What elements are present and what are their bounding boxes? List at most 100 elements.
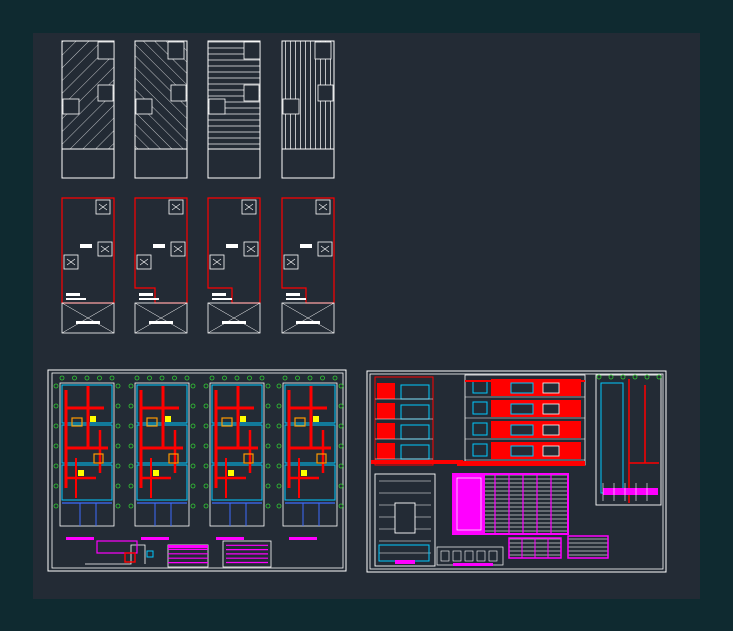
grid-bubble bbox=[53, 483, 59, 489]
grid-bubble bbox=[172, 375, 177, 381]
grid-bubble bbox=[338, 463, 344, 469]
grid-bubble bbox=[128, 403, 134, 409]
grid-bubble bbox=[265, 383, 271, 389]
room-tag bbox=[300, 244, 312, 248]
grid-bubble bbox=[190, 403, 196, 409]
elevation-frame bbox=[374, 376, 434, 466]
grid-bubble bbox=[276, 423, 282, 429]
fixture bbox=[221, 417, 233, 427]
window bbox=[510, 424, 534, 436]
grid-bubble bbox=[128, 443, 134, 449]
cad-model-space[interactable] bbox=[33, 33, 700, 599]
red-band bbox=[491, 400, 581, 417]
section-plan bbox=[595, 374, 662, 506]
ground-slab bbox=[457, 461, 585, 466]
fixture-mark bbox=[320, 245, 330, 253]
roof-outline bbox=[281, 40, 335, 179]
roof-opening bbox=[135, 98, 153, 115]
floor-lower-zone bbox=[281, 302, 335, 334]
grid-bubble bbox=[203, 403, 209, 409]
grid-bubble bbox=[265, 403, 271, 409]
detail-cyan bbox=[146, 550, 154, 558]
schedule-table bbox=[452, 473, 569, 535]
floor-plan-2 bbox=[134, 197, 188, 334]
lower-rooms bbox=[61, 464, 113, 501]
roof-plan-2 bbox=[134, 40, 188, 179]
grid-bubble bbox=[190, 463, 196, 469]
window bbox=[472, 443, 488, 457]
window bbox=[510, 382, 534, 394]
install-plan-2 bbox=[128, 375, 196, 540]
red-band bbox=[491, 421, 581, 438]
fixture bbox=[294, 417, 306, 427]
sheet-right bbox=[366, 370, 667, 573]
fixture bbox=[93, 453, 104, 464]
grid-bubble bbox=[190, 443, 196, 449]
window bbox=[472, 401, 488, 415]
floor-lower-zone bbox=[61, 302, 115, 334]
facade-window bbox=[452, 550, 462, 562]
roof-opening bbox=[167, 41, 185, 60]
grid-bubble bbox=[276, 443, 282, 449]
fixture bbox=[71, 417, 83, 427]
room-tag bbox=[212, 293, 226, 296]
room-tag bbox=[153, 244, 165, 248]
fixture-mark bbox=[318, 203, 328, 211]
facade-label bbox=[453, 563, 493, 566]
grid-bubble bbox=[338, 483, 344, 489]
grid-bubble bbox=[656, 374, 662, 380]
floor-plan-4 bbox=[281, 197, 335, 334]
roof-opening bbox=[97, 84, 114, 102]
fixture-mark bbox=[212, 258, 222, 266]
grid-bubble bbox=[134, 375, 140, 381]
grid-bubble bbox=[109, 375, 115, 381]
floor-plan-1 bbox=[61, 197, 115, 334]
grid-bubble bbox=[265, 483, 271, 489]
grid-bubble bbox=[53, 423, 59, 429]
grid-bubble bbox=[265, 443, 271, 449]
grid-bubble bbox=[115, 463, 121, 469]
window bbox=[400, 404, 430, 420]
elevation-1 bbox=[371, 376, 463, 466]
grid-bubble bbox=[128, 423, 134, 429]
grid-bubble bbox=[276, 483, 282, 489]
grid-bubble bbox=[128, 503, 134, 509]
fixture-mark bbox=[173, 245, 183, 253]
red-band bbox=[377, 423, 395, 439]
window bbox=[542, 382, 560, 394]
facade-window bbox=[488, 550, 498, 562]
facade-window bbox=[476, 550, 486, 562]
grid-bubble bbox=[53, 403, 59, 409]
lower-rooms bbox=[284, 464, 336, 501]
floor-lower-zone bbox=[134, 302, 188, 334]
room-tag bbox=[66, 293, 80, 296]
detail-label bbox=[395, 560, 415, 564]
facade-window bbox=[464, 550, 474, 562]
roof-plan-1 bbox=[61, 40, 115, 179]
roof-plan-4 bbox=[281, 40, 335, 179]
grid-bubble bbox=[190, 503, 196, 509]
detail-line bbox=[85, 544, 146, 565]
grid-bubble bbox=[332, 375, 338, 381]
red-band bbox=[377, 443, 395, 459]
grid-bubble bbox=[115, 443, 121, 449]
window bbox=[510, 445, 534, 457]
roof-opening bbox=[243, 41, 261, 60]
grid-bubble bbox=[259, 375, 265, 381]
install-plan-1 bbox=[53, 375, 121, 540]
install-plan-4 bbox=[276, 375, 344, 540]
grid-bubble bbox=[247, 375, 252, 381]
detail-block bbox=[85, 540, 272, 568]
fixture-mark bbox=[66, 258, 76, 266]
grid-bubble bbox=[222, 375, 227, 381]
cad-drawing bbox=[47, 40, 667, 573]
fixture bbox=[240, 416, 246, 422]
facade-outline bbox=[436, 546, 504, 566]
floor-cross bbox=[207, 302, 261, 334]
room-tag bbox=[66, 298, 86, 300]
grid-bubble bbox=[203, 483, 209, 489]
fixture-mark bbox=[171, 203, 181, 211]
floor-lower-zone bbox=[207, 302, 261, 334]
sheet-left bbox=[47, 369, 347, 572]
window bbox=[400, 424, 430, 440]
